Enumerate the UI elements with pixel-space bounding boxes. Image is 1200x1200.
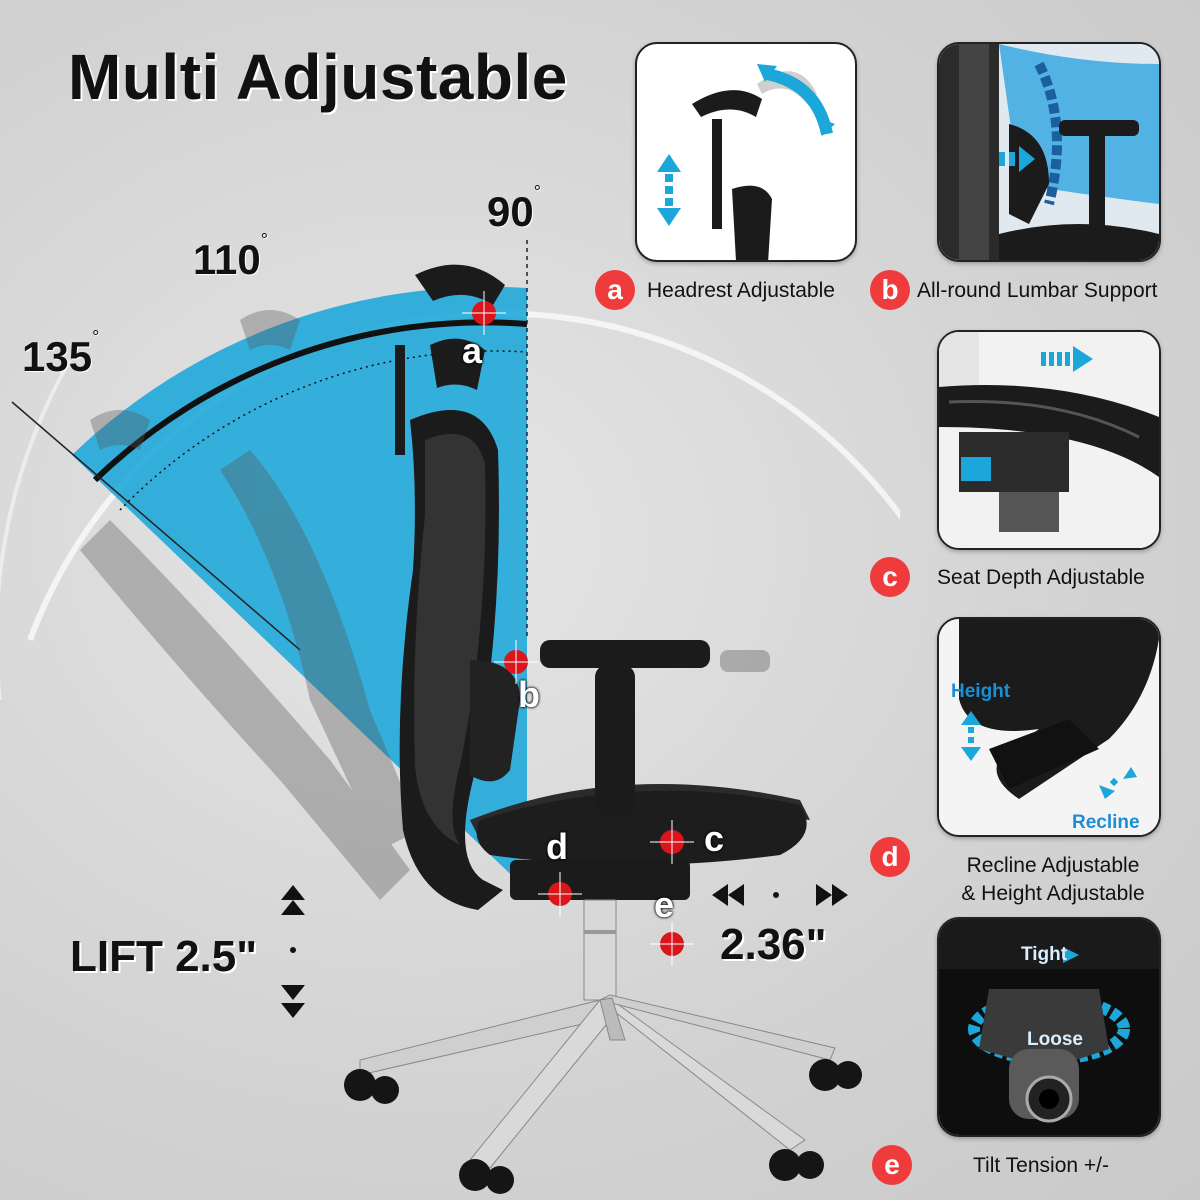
lift-arrows-icon	[281, 885, 305, 1018]
feature-label-recline-height: Recline Adjustable & Height Adjustable	[945, 852, 1161, 908]
chair-illustration	[11, 240, 862, 1194]
feature-label-recline-line2: & Height Adjustable	[961, 882, 1145, 905]
panel-lumbar	[937, 42, 1161, 262]
height-panel-label: Height	[951, 681, 1011, 702]
badge-b: b	[870, 270, 910, 310]
depth-label: 2.36"	[720, 920, 827, 969]
hotspot-d-label: d	[546, 826, 568, 867]
panel-recline-height: Height Recline	[937, 617, 1161, 837]
feature-label-lumbar: All-round Lumbar Support	[917, 279, 1158, 302]
recline-panel-label: Recline	[1072, 812, 1140, 833]
depth-arrows-icon	[712, 884, 848, 906]
badge-c: c	[870, 557, 910, 597]
tight-panel-label: Tight	[1021, 944, 1068, 965]
badge-a: a	[595, 270, 635, 310]
angle-110-label: 110°	[193, 230, 268, 283]
hotspot-a-label: a	[462, 330, 483, 371]
badge-e: e	[872, 1145, 912, 1185]
panel-tilt-tension: Tight Loose	[937, 917, 1161, 1137]
feature-label-tilt-tension: Tilt Tension +/-	[973, 1154, 1109, 1177]
feature-label-recline-line1: Recline Adjustable	[966, 854, 1140, 877]
page-title: Multi Adjustable	[68, 41, 568, 113]
lift-label: LIFT 2.5"	[70, 932, 258, 981]
feature-label-headrest: Headrest Adjustable	[647, 279, 835, 302]
angle-135-label: 135°	[22, 327, 100, 380]
hotspot-markers	[462, 291, 694, 966]
hotspot-b-label: b	[518, 674, 540, 715]
panel-headrest	[635, 42, 857, 262]
angle-90-label: 90°	[487, 182, 541, 235]
feature-label-seat-depth: Seat Depth Adjustable	[937, 566, 1145, 589]
hotspot-c-label: c	[704, 818, 725, 859]
loose-panel-label: Loose	[1027, 1029, 1083, 1050]
panel-seat-depth	[937, 330, 1161, 550]
hotspot-e-label: e	[654, 884, 675, 925]
badge-d: d	[870, 837, 910, 877]
